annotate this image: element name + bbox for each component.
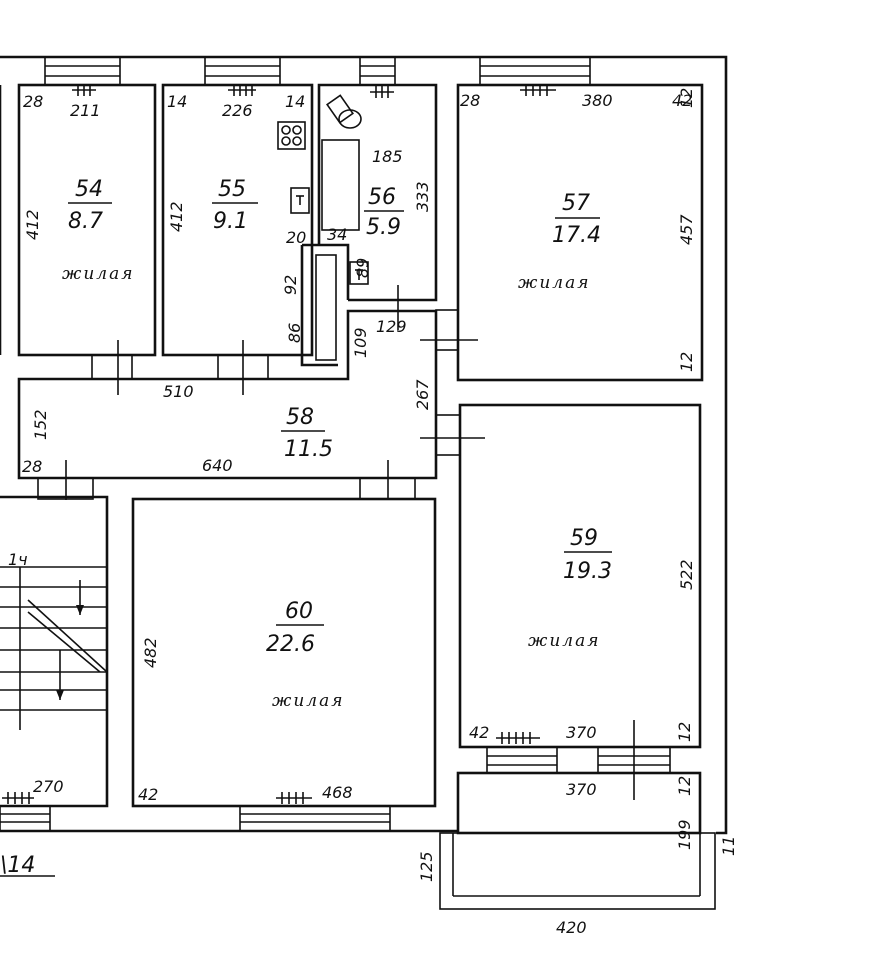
room-57-area: 17.4 — [552, 223, 601, 248]
dim-label: 109 — [351, 327, 370, 358]
dim-label: 92 — [281, 275, 300, 295]
dim-label: 14 — [167, 92, 187, 111]
windows — [0, 56, 671, 832]
dim-label: 12 — [677, 352, 696, 372]
room-58-outline — [17, 309, 438, 480]
dim-label: 211 — [70, 101, 101, 120]
dim-label: 28 — [22, 457, 42, 476]
axis-label: \14 — [0, 853, 35, 878]
room-54-number: 54 — [75, 177, 103, 202]
room-58-number: 58 — [286, 405, 314, 430]
dim-label: 510 — [163, 382, 194, 401]
dim-label: 42 — [469, 723, 489, 742]
room-55-number: 55 — [218, 177, 246, 202]
room-60-type: жилая — [272, 691, 345, 711]
room-57-number: 57 — [562, 191, 590, 216]
dim-label: 42 — [138, 785, 158, 804]
room-60-number: 60 — [285, 599, 313, 624]
room-54-type: жилая — [62, 264, 135, 284]
dim-label: 152 — [31, 409, 50, 440]
dim-label: 420 — [556, 918, 587, 937]
dim-label: 370 — [566, 780, 597, 799]
fixtures — [277, 94, 369, 361]
hatch-marks — [2, 84, 556, 804]
outer-walls — [0, 55, 728, 835]
balcony — [439, 771, 716, 910]
room-57-type: жилая — [518, 273, 591, 293]
dimension-labels: 28 211 14 226 14 28 380 42 185 20 34 129… — [0, 88, 738, 937]
dim-label: 482 — [141, 637, 160, 668]
dim-label: 468 — [322, 783, 353, 802]
dim-label: 129 — [376, 317, 407, 336]
toilet-block-outline — [302, 243, 350, 300]
room-56-number: 56 — [368, 185, 396, 210]
room-59-type: жилая — [528, 631, 601, 651]
dim-label: 640 — [202, 456, 233, 475]
dim-label: 34 — [327, 225, 347, 244]
dim-label: 270 — [33, 777, 64, 796]
dim-label: 380 — [582, 91, 613, 110]
doors — [37, 285, 635, 800]
stair-label: 1ч — [8, 550, 28, 569]
room-59-outline — [458, 403, 702, 749]
dim-label: 42 — [672, 91, 692, 110]
room-56-outline — [317, 83, 438, 302]
room-60-area: 22.6 — [266, 632, 315, 657]
room-58-area: 11.5 — [284, 437, 333, 462]
dim-label: 28 — [460, 91, 480, 110]
dim-label: 370 — [566, 723, 597, 742]
dim-label: 28 — [23, 92, 43, 111]
room-55-area: 9.1 — [213, 209, 248, 234]
dim-label: 457 — [677, 214, 696, 245]
dim-label: 20 — [286, 228, 306, 247]
dim-label: 522 — [677, 559, 696, 590]
dim-label: 14 — [285, 92, 305, 111]
room-59-number: 59 — [570, 526, 598, 551]
dim-label: 199 — [675, 819, 694, 850]
staircase — [0, 495, 109, 808]
dim-label: 226 — [222, 101, 253, 120]
dim-label: 185 — [372, 147, 403, 166]
dim-label: 89 — [353, 258, 372, 278]
dim-label: 125 — [417, 851, 436, 882]
toilet-block-lower — [300, 245, 338, 367]
room-59-area: 19.3 — [563, 559, 612, 584]
room-56-area: 5.9 — [366, 215, 401, 240]
dim-label: 12 — [677, 88, 696, 108]
dim-label: 12 — [675, 776, 694, 796]
dim-label: 11 — [719, 836, 738, 856]
dim-label: 412 — [167, 201, 186, 232]
room-labels: 54 8.7 жилая 55 9.1 56 5.9 57 17.4 жилая… — [62, 177, 612, 711]
dim-label: 267 — [413, 379, 432, 410]
room-54-area: 8.7 — [68, 209, 103, 234]
dim-label: 412 — [23, 209, 42, 240]
dim-label: 86 — [285, 323, 304, 343]
dim-label: 12 — [675, 722, 694, 742]
dim-label: 333 — [413, 181, 432, 212]
